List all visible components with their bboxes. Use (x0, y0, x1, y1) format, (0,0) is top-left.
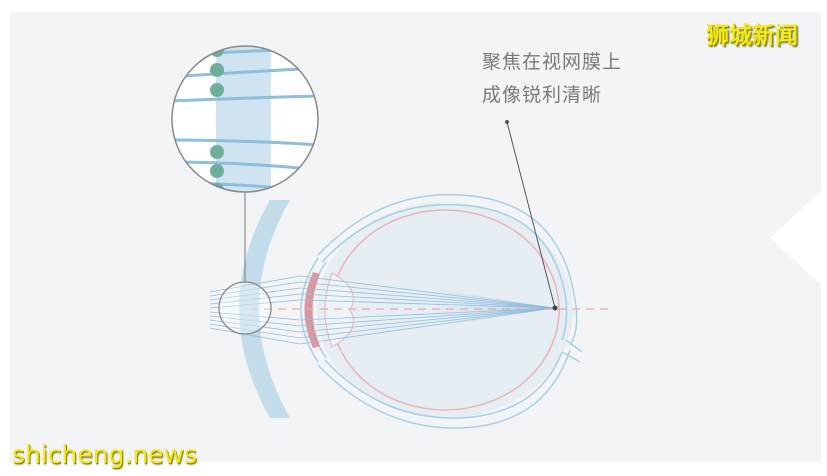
pointer-dot (505, 120, 509, 124)
watermark-chinese: 狮城新闻 (706, 23, 798, 49)
focus-caption: 聚焦在视网膜上 成像锐利清晰 (482, 46, 622, 112)
iris (304, 272, 320, 348)
chevron-notch (770, 185, 827, 290)
caption-line-1: 聚焦在视网膜上 (482, 51, 623, 73)
watermark-site: shicheng.news (12, 440, 198, 469)
focal-point (552, 305, 558, 311)
magnifier-origin-circle (218, 281, 272, 335)
magnifier-detail (171, 45, 319, 193)
ray-cone (440, 290, 555, 326)
contact-lens-arc (239, 200, 290, 418)
pointer-line (506, 121, 556, 309)
caption-line-2: 成像锐利清晰 (482, 84, 603, 106)
